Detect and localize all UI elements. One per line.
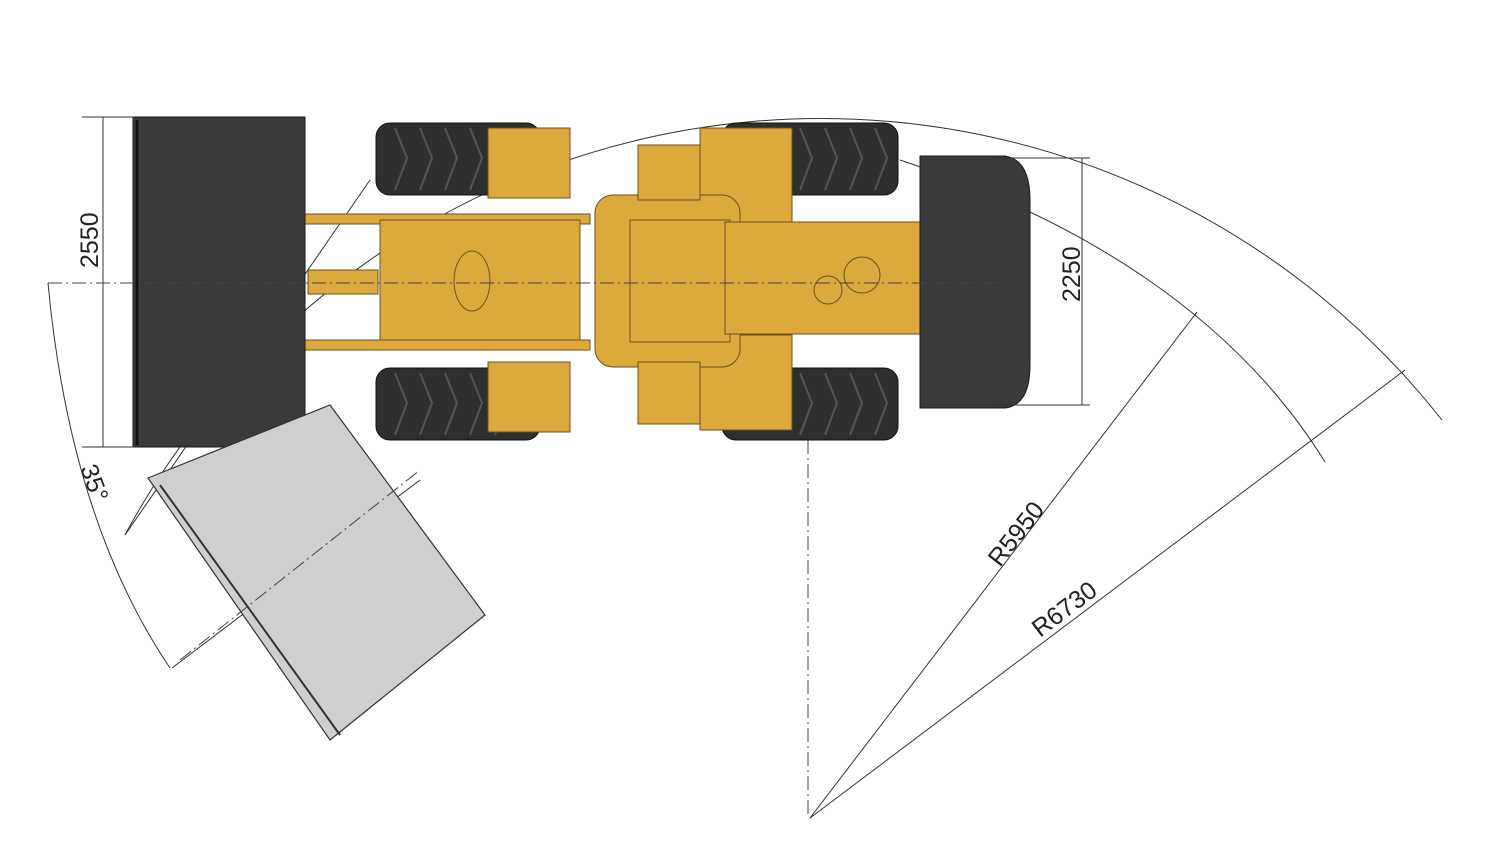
dim-articulation-angle: 35°: [74, 460, 113, 505]
cab-step: [637, 361, 701, 425]
counterweight: [919, 155, 1031, 409]
bucket-turned-centerline: [179, 469, 421, 661]
bucket-turned-edge: [159, 484, 341, 736]
radius-line-r6730: [809, 369, 1406, 819]
radius-line-r5950: [809, 311, 1198, 819]
dim-inner-radius: R5950: [983, 496, 1050, 571]
front-fender: [487, 127, 571, 199]
hydraulic-tank-cap: [843, 256, 881, 294]
cab-roof: [629, 219, 731, 343]
tilt-linkage: [307, 269, 379, 295]
articulation-angle-arc: [47, 282, 171, 669]
bucket-turned-35deg: [147, 404, 486, 741]
front-fender: [487, 361, 571, 433]
dim-outer-radius: R6730: [1027, 576, 1103, 643]
bucket: [132, 116, 306, 448]
front-frame-opening: [453, 250, 491, 312]
lift-arm: [299, 339, 591, 351]
dim-bucket-width: 2550: [76, 212, 104, 268]
dim-tread-width: 2250: [1058, 246, 1086, 302]
cab-step: [637, 144, 701, 201]
fuel-cap: [813, 275, 843, 305]
